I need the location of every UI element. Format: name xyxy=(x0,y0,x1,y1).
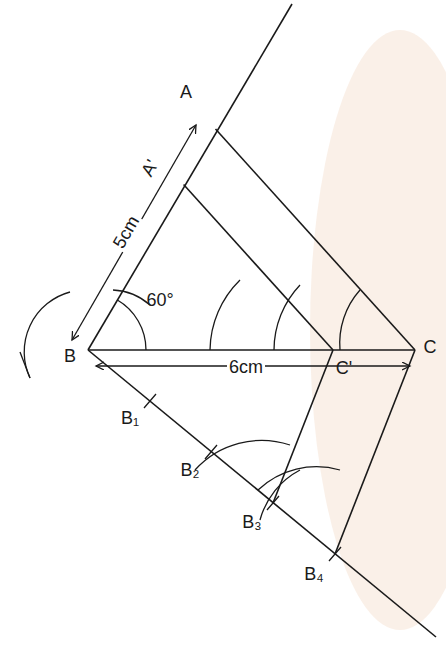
point-label: A xyxy=(178,82,194,102)
ray-ba xyxy=(88,4,292,350)
segment-bc xyxy=(88,349,415,351)
dimension-label: 5cm xyxy=(108,211,144,254)
background-tint xyxy=(310,30,446,630)
construction-arc xyxy=(195,440,290,470)
segment-b3c1 xyxy=(273,350,333,503)
construction-arc xyxy=(24,292,70,378)
point-label: B₁ xyxy=(119,408,141,428)
angle-arc xyxy=(117,300,146,350)
construction-arc xyxy=(20,352,30,378)
construction-arc xyxy=(340,290,360,350)
point-label: C' xyxy=(334,358,354,378)
dimension-arrow xyxy=(72,125,196,340)
dimension-label: 6cm xyxy=(227,357,265,377)
point-label: B₂ xyxy=(179,460,202,480)
construction-arc xyxy=(113,290,150,305)
point-label: B xyxy=(62,346,78,366)
construction-arc xyxy=(260,470,300,520)
ray-bx xyxy=(88,350,436,637)
construction-arc xyxy=(274,285,300,350)
segment-ac xyxy=(216,129,416,350)
angle-label: 60° xyxy=(144,290,175,310)
segment-a1c1 xyxy=(184,185,333,351)
point-label: B₃ xyxy=(240,512,263,532)
tick-marks xyxy=(144,394,341,561)
point-label: A' xyxy=(136,155,163,182)
point-label: C xyxy=(422,337,439,357)
construction-arc xyxy=(210,280,240,350)
segment-b4c xyxy=(335,350,415,554)
point-label: B₄ xyxy=(302,564,325,584)
